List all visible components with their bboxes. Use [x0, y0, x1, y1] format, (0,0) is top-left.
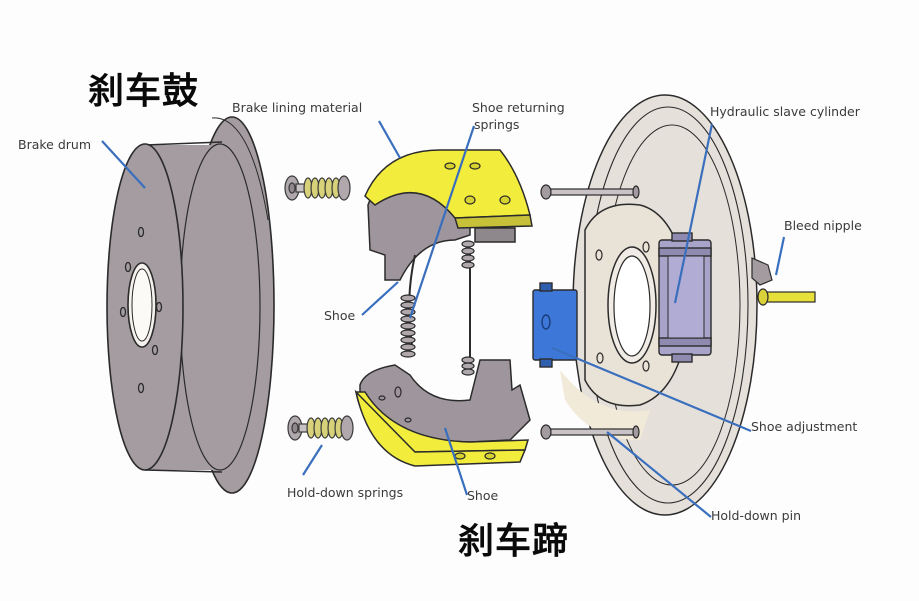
label-shoe-left: Shoe	[324, 308, 356, 323]
label-shoe-adjustment: Shoe adjustment	[751, 419, 858, 434]
label-brake-lining: Brake lining material	[232, 100, 363, 115]
leader-hold-down-springs	[302, 444, 323, 476]
leader-brake-lining	[378, 120, 401, 159]
label-shoe-bottom: Shoe	[467, 488, 499, 503]
hold-down-spring-bottom	[287, 415, 354, 441]
label-brake-drum: Brake drum	[18, 137, 92, 152]
bleed-nipple	[751, 257, 773, 286]
title-brake-drum-cn: 刹车鼓	[88, 71, 200, 112]
leader-shoe-adjustment	[551, 346, 752, 433]
hold-down-spring-top	[284, 175, 351, 201]
leader-brake-drum	[101, 140, 146, 189]
hold-down-pin-top	[540, 184, 640, 200]
lower-brake-shoe	[354, 359, 531, 467]
hold-down-pin-bottom	[540, 424, 640, 440]
leader-shoe-bottom	[443, 427, 469, 496]
shoe-returning-springs	[400, 240, 475, 376]
upper-brake-shoe	[364, 149, 533, 281]
label-hold-down-springs: Hold-down springs	[287, 485, 404, 500]
upper-lining	[364, 149, 531, 219]
leader-lines	[101, 120, 786, 518]
title-brake-shoe-cn: 刹车蹄	[458, 521, 570, 562]
label-hydraulic-slave-cylinder: Hydraulic slave cylinder	[710, 104, 860, 119]
shoe-adjustment-block	[532, 282, 578, 368]
leader-bleed	[774, 236, 786, 276]
label-hold-down-pin: Hold-down pin	[711, 508, 801, 523]
label-bleed-nipple: Bleed nipple	[784, 218, 862, 233]
leader-shoe-left	[361, 281, 399, 316]
brake-pipe	[757, 288, 816, 306]
drum-bolt-holes	[119, 226, 163, 394]
leader-hold-down-pin	[606, 431, 712, 518]
label-shoe-returning-line1: Shoe returning	[472, 100, 565, 115]
leader-shoe-returning	[408, 125, 476, 319]
brake-drum	[106, 116, 275, 494]
leader-hydraulic	[673, 123, 714, 304]
label-shoe-returning-line2: springs	[474, 117, 520, 132]
